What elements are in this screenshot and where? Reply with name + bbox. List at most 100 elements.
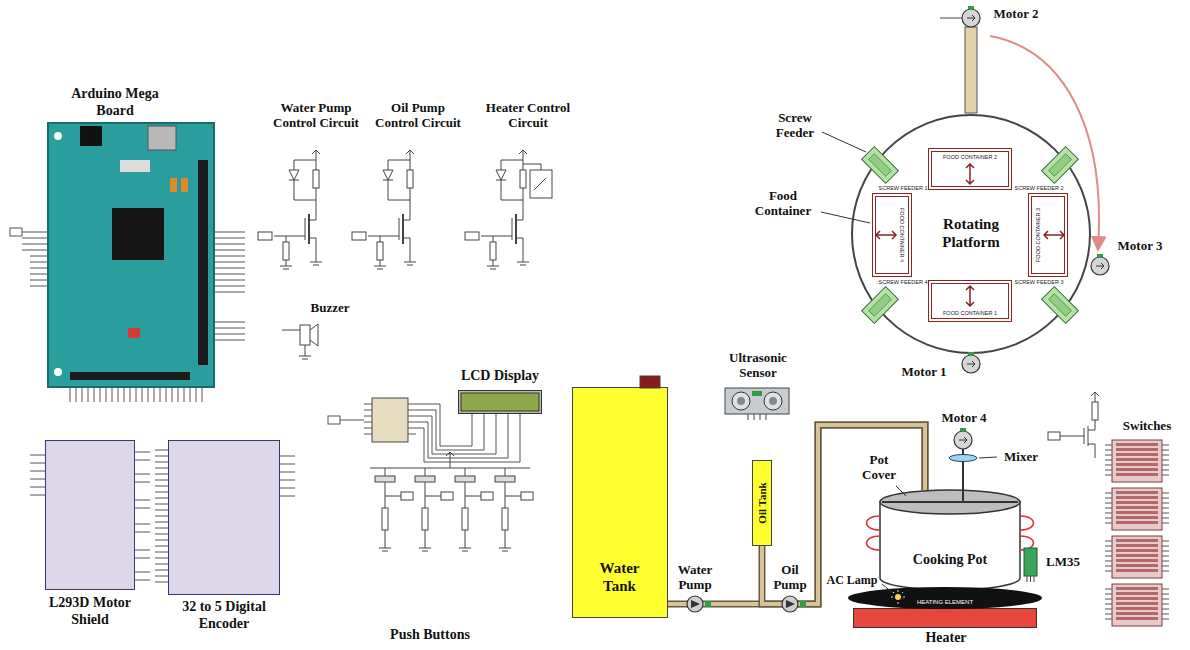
ultrasonic-sensor: [752, 391, 762, 396]
node-title: L293D Motor Shield: [40, 595, 140, 628]
pumps: [782, 596, 806, 612]
part-label: Pot Cover: [856, 452, 902, 483]
leader-lines: [896, 486, 906, 496]
node-title: FOOD CONTAINER 2: [932, 153, 1008, 161]
tank-cap: [640, 376, 660, 388]
push-button-circuit: [370, 452, 533, 551]
container-icons: [876, 231, 896, 239]
feeder-rect: [862, 147, 899, 184]
part-label: Motor 4: [936, 410, 992, 425]
ultrasonic-sensor: [769, 397, 777, 405]
shield-pins: [30, 450, 295, 582]
leader-lines: [821, 132, 997, 593]
arduino-details: [80, 126, 102, 146]
part-label: Motor 1: [896, 364, 952, 379]
node-title: FOOD CONTAINER 4: [898, 197, 906, 273]
part-label: Water Pump: [672, 562, 718, 593]
arduino-details: [170, 178, 177, 192]
control-circuits: [523, 164, 546, 190]
screw-feeder-outline: [862, 287, 898, 323]
node-title: FOOD CONTAINER 3: [1034, 197, 1042, 273]
element-label: HEATING ELEMENT: [905, 598, 985, 606]
screw-feeder-outline: [1042, 147, 1078, 183]
leader-lines: [821, 212, 870, 223]
dip-switches: [1105, 440, 1169, 626]
feeder-rect: [1042, 147, 1079, 184]
lcd-details: [328, 416, 340, 424]
motor-shield-box: L293D Motor Shield: [45, 440, 135, 590]
feeder-screw: [1049, 154, 1072, 177]
switch-circuit: [1092, 402, 1098, 420]
push-button-circuit: [415, 468, 453, 551]
ultrasonic-sensor: [725, 388, 789, 414]
node-title: Rotating Platform: [921, 216, 1021, 251]
control-circuits: [465, 150, 529, 269]
switch-circuit: [1048, 392, 1099, 458]
part-label: Buzzer: [300, 300, 360, 315]
node-title: SCREW FEEDER 3: [1014, 278, 1064, 286]
lcd-details: [340, 404, 520, 462]
lcd-details: [461, 393, 539, 411]
motors: [1091, 254, 1109, 275]
ultrasonic-sensor: [737, 397, 745, 405]
control-circuits: [258, 150, 322, 269]
arduino-details: [22, 232, 245, 402]
node-title: FOOD CONTAINER 1: [932, 309, 1008, 317]
feeder-rect: [862, 287, 899, 324]
push-button-circuit: [375, 468, 413, 551]
feeder-body: [862, 147, 899, 184]
control-circuits: [530, 170, 552, 198]
motors: [962, 352, 980, 373]
ultrasonic-sensor: [732, 392, 750, 410]
encoder-box: 32 to 5 Digital Encoder: [168, 440, 280, 595]
arduino-details: [181, 178, 188, 192]
pot-details: [895, 594, 901, 600]
pot-details: [949, 455, 977, 462]
part-label: Oil Pump: [769, 562, 811, 593]
ultrasonic-sensor: [725, 388, 789, 420]
motors: [940, 18, 962, 19]
node-title: SCREW FEEDER 1: [878, 184, 928, 192]
cooking-pot: Cooking Pot: [880, 490, 1020, 590]
screw-feeder: SCREW FEEDER 1: [862, 147, 898, 183]
shield-pins: [30, 452, 150, 580]
pot-details: [1024, 548, 1037, 576]
screw-feeder-outline: [1042, 287, 1078, 323]
arduino-details: [54, 368, 62, 376]
screw-feeder: SCREW FEEDER 3: [1042, 287, 1078, 323]
container-icons: [876, 164, 1064, 306]
node-title: SCREW FEEDER 4: [878, 278, 928, 286]
part-label: Switches: [1112, 418, 1182, 433]
arduino-details: [10, 228, 22, 236]
switch-circuit: [1060, 392, 1099, 458]
node-title: SCREW FEEDER 2: [1014, 184, 1064, 192]
node-title: Arduino Mega Board: [55, 86, 175, 119]
pot-details: [867, 516, 1034, 550]
feeder-body: [1042, 147, 1079, 184]
container-icons: [1044, 231, 1064, 239]
rotating-platform: Rotating Platform FOOD CONTAINER 2 FOOD CO…: [850, 113, 1092, 355]
lcd-details: [372, 398, 408, 442]
cooking-pot-outline: [880, 490, 1020, 590]
buzzer-symbol: [310, 324, 318, 346]
leader-lines: [979, 457, 997, 458]
dip-switches: [1105, 440, 1169, 482]
buzzer-symbol: [282, 324, 318, 359]
pot-details: [848, 449, 1042, 609]
node-title: Cooking Pot: [880, 552, 1020, 569]
arduino-details: [120, 160, 150, 172]
control-circuits: [352, 150, 416, 269]
feeder-body: [1042, 287, 1079, 324]
dip-switches: [1105, 536, 1169, 578]
pot-details: [848, 587, 1042, 609]
circuit-label: Water Pump Control Circuit: [266, 100, 366, 131]
arduino-details: [198, 160, 208, 365]
motors: [965, 27, 977, 113]
water-tank: Water Tank: [572, 387, 668, 618]
pot-body: [880, 502, 1020, 590]
part-label: Motor 3: [1112, 238, 1168, 253]
pumps: [687, 596, 806, 612]
feeder-body: [862, 287, 899, 324]
